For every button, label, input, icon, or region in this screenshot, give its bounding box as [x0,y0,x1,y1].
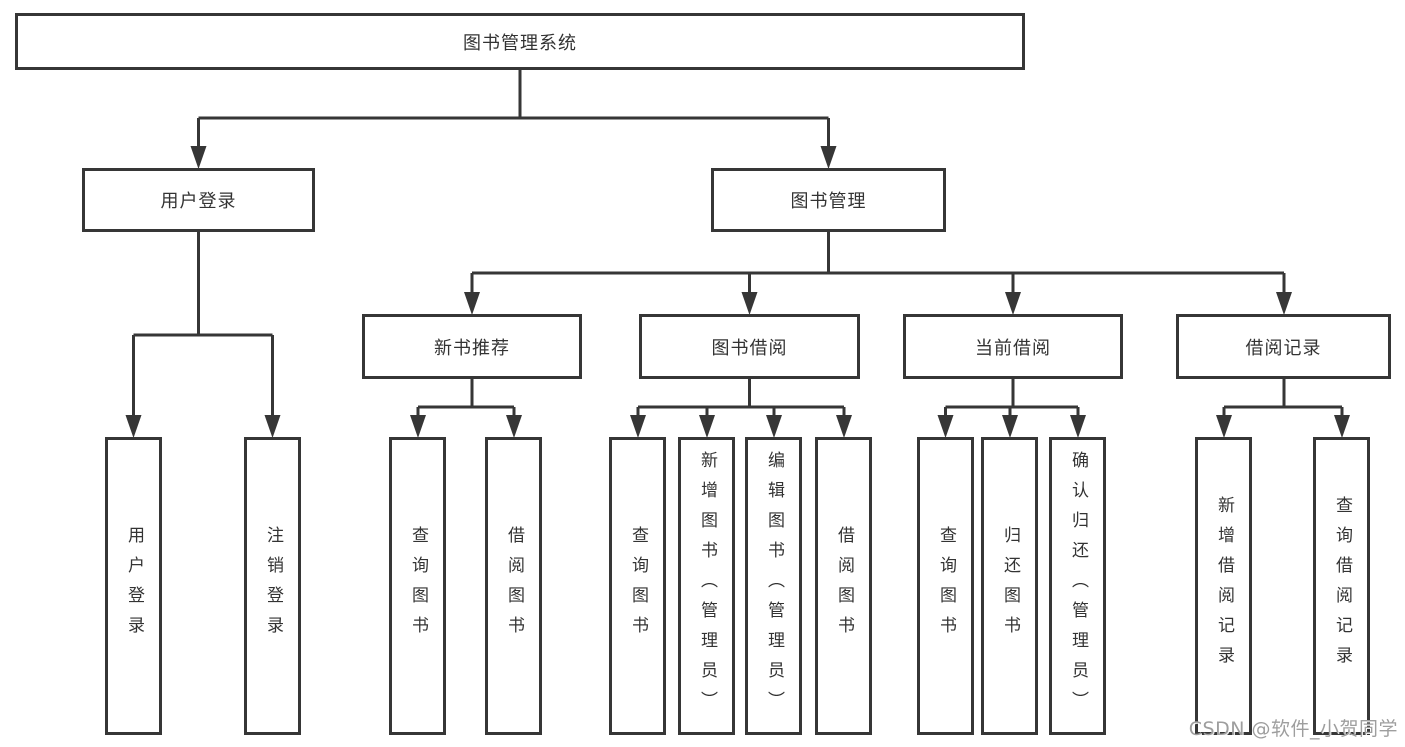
leaf-add-borrow-record-label: 新增借阅记录 [1214,496,1234,676]
leaf-borrow-books-recommend: 借阅图书 [485,437,542,735]
node-user-login-label: 用户登录 [160,191,237,212]
leaf-add-borrow-record: 新增借阅记录 [1195,437,1252,735]
leaf-confirm-return-admin: 确认归还（管理员） [1049,437,1106,735]
leaf-query-books-current: 查询图书 [917,437,974,735]
leaf-add-books-admin-label: 新增图书（管理员） [697,451,717,721]
leaf-return-books: 归还图书 [981,437,1038,735]
node-book-borrowing-label: 图书借阅 [711,337,788,359]
node-root: 图书管理系统 [15,13,1025,70]
leaf-logout-login-label: 注销登录 [263,526,283,646]
leaf-borrow-books-borrowing-label: 借阅图书 [834,526,854,646]
leaf-query-borrow-record-label: 查询借阅记录 [1332,496,1352,676]
leaf-borrow-books-borrowing: 借阅图书 [815,437,872,735]
node-borrowing-records: 借阅记录 [1176,314,1391,379]
node-borrowing-records-label: 借阅记录 [1245,337,1322,359]
node-current-borrowing: 当前借阅 [903,314,1123,379]
leaf-confirm-return-admin-label: 确认归还（管理员） [1068,451,1088,721]
connector-paths [132,70,1344,421]
leaf-add-books-admin: 新增图书（管理员） [678,437,735,735]
node-book-borrowing: 图书借阅 [639,314,860,379]
leaf-logout-login: 注销登录 [244,437,301,735]
watermark: CSDN @软件_小贺同学 [1188,718,1398,740]
leaf-query-books-recommend-label: 查询图书 [408,526,428,646]
leaf-query-books-current-label: 查询图书 [936,526,956,646]
leaf-query-books-borrowing: 查询图书 [609,437,666,735]
leaf-user-login: 用户登录 [105,437,162,735]
leaf-edit-books-admin: 编辑图书（管理员） [745,437,802,735]
node-new-book-recommendation: 新书推荐 [362,314,582,379]
node-user-login: 用户登录 [82,168,315,232]
node-book-management-label: 图书管理 [790,191,867,212]
leaf-query-borrow-record: 查询借阅记录 [1313,437,1370,735]
node-root-label: 图书管理系统 [463,32,577,54]
node-book-management: 图书管理 [711,168,946,232]
leaf-return-books-label: 归还图书 [1000,526,1020,646]
leaf-user-login-label: 用户登录 [124,526,144,646]
leaf-edit-books-admin-label: 编辑图书（管理员） [764,451,784,721]
leaf-query-books-borrowing-label: 查询图书 [628,526,648,646]
node-new-book-recommendation-label: 新书推荐 [434,337,510,359]
node-current-borrowing-label: 当前借阅 [975,337,1051,359]
leaf-borrow-books-recommend-label: 借阅图书 [504,526,524,646]
leaf-query-books-recommend: 查询图书 [389,437,446,735]
